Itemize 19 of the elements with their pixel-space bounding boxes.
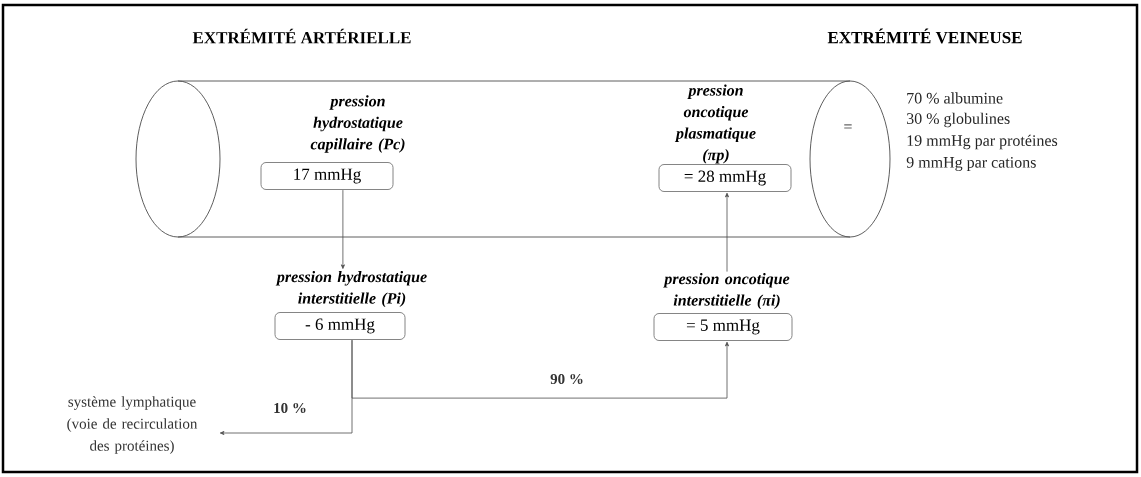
lymph-text: système lymphatique (voie de recirculation des protéines): [67, 396, 198, 454]
value-box: = 28 mmHg: [658, 164, 792, 192]
end-heading: EXTRÉMITÉ ARTÉRIELLE: [192, 28, 411, 44]
composition-text: 70 % albumine: [907, 92, 1003, 104]
edge-label: 90 %: [549, 372, 585, 386]
pressure-heading: pression oncotique plasmatique (πp): [674, 84, 756, 164]
value-box: 17 mmHg: [260, 162, 394, 190]
equal-sign: =: [844, 124, 852, 129]
composition-text: 30 % globulines: [907, 112, 1010, 128]
end-heading: EXTRÉMITÉ VEINEUSE: [827, 28, 1022, 44]
pressure-heading: pression hydrostatique capillaire (Pc): [310, 95, 405, 153]
composition-text: 19 mmHg par protéines: [907, 134, 1058, 150]
pressure-heading: pression oncotique interstitielle (πi): [663, 273, 790, 309]
cylinder-drawing: [135, 80, 891, 238]
value-box: = 5 mmHg: [653, 313, 793, 341]
composition-text: 9 mmHg par cations: [906, 157, 1036, 171]
edge-label: 10 %: [272, 401, 308, 415]
value-box: - 6 mmHg: [274, 312, 406, 340]
pressure-heading: pression hydrostatique interstitielle (Pi): [275, 271, 427, 307]
